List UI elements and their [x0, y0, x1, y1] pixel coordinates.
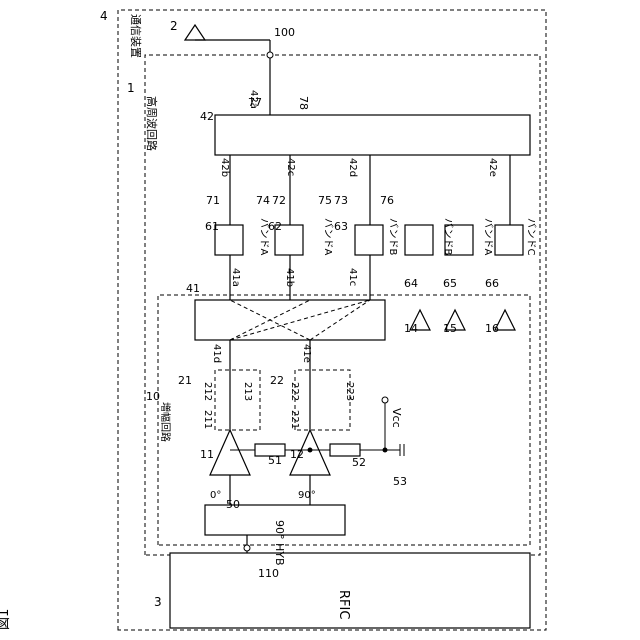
device-ref: 4: [100, 9, 108, 23]
n71: 71: [206, 194, 220, 207]
power-amplifier-11: [210, 430, 250, 475]
n76: 76: [380, 194, 394, 207]
p41c: 41c: [347, 268, 358, 286]
p42d: 42d: [347, 158, 358, 177]
p41e: 41e: [301, 344, 312, 363]
switch-42: [215, 115, 530, 155]
n78: 78: [297, 96, 310, 110]
filter-66: [495, 225, 523, 255]
f63-ref: 63: [334, 220, 348, 233]
band66: バンドC: [525, 218, 537, 255]
rfic-terminal: 110: [258, 567, 279, 580]
f62-ref: 62: [268, 220, 282, 233]
rfic-name: RFIC: [336, 590, 351, 619]
hyb-name: 90° HYB: [273, 520, 286, 566]
m221-ref: 221: [289, 410, 300, 429]
device-name: 通信装置: [129, 14, 142, 58]
p41d: 41d: [211, 344, 222, 363]
amp-name: 増幅回路: [159, 402, 172, 442]
vcc-label: Vcc: [390, 408, 403, 428]
pa1-ref: 11: [200, 448, 214, 461]
antenna-2: [185, 25, 205, 40]
figure-label: 図1: [0, 609, 12, 630]
f65-ref: 65: [443, 277, 457, 290]
n72: 72: [272, 194, 286, 207]
switch42-ref: 42: [200, 110, 214, 123]
match21-ref: 21: [178, 374, 192, 387]
m211-ref: 211: [202, 410, 213, 429]
p41a: 41a: [230, 268, 241, 287]
n73: 73: [334, 194, 348, 207]
antenna-terminal: 100: [274, 26, 295, 39]
m222-ref: 222: [289, 382, 300, 401]
module-ref: 1: [127, 81, 135, 95]
module-name: 高周波回路: [145, 96, 159, 151]
switch41-ref: 41: [186, 282, 200, 295]
filter-61: [215, 225, 243, 255]
p42b: 42b: [219, 158, 230, 177]
f61-ref: 61: [205, 220, 219, 233]
p42e: 42e: [487, 158, 498, 177]
band65: バンドA: [482, 218, 494, 255]
filter-64: [405, 225, 433, 255]
band62: バンドA: [322, 218, 334, 255]
antenna-ref: 2: [170, 19, 178, 33]
r51-ref: 51: [268, 454, 282, 467]
resistor-52: [330, 444, 360, 456]
n77: 77: [248, 96, 262, 109]
matching-circuit-22: [295, 370, 350, 430]
switch-41: [195, 300, 385, 340]
c53-ref: 53: [393, 475, 407, 488]
m223-ref: 223: [344, 382, 355, 401]
pa2-ref: 12: [290, 448, 304, 461]
band61: バンドA: [258, 218, 270, 255]
lna14-ref: 14: [404, 322, 418, 335]
match22-ref: 22: [270, 374, 284, 387]
hyb-ref: 50: [226, 498, 240, 511]
p42c: 42c: [285, 158, 296, 176]
phase-90: 90°: [298, 490, 316, 501]
m213-ref: 213: [242, 382, 253, 401]
p41b: 41b: [284, 268, 295, 287]
band63: バンドB: [387, 218, 399, 255]
n74: 74: [256, 194, 270, 207]
band64: バンドB: [442, 218, 454, 255]
r52-ref: 52: [352, 456, 366, 469]
amp-ref: 10: [146, 390, 160, 403]
lna15-ref: 15: [443, 322, 457, 335]
m212-ref: 212: [202, 382, 213, 401]
rfic-ref: 3: [154, 595, 162, 609]
f64-ref: 64: [404, 277, 418, 290]
f66-ref: 66: [485, 277, 499, 290]
phase-0: 0°: [210, 490, 221, 501]
filter-63: [355, 225, 383, 255]
lna16-ref: 16: [485, 322, 499, 335]
n75: 75: [318, 194, 332, 207]
